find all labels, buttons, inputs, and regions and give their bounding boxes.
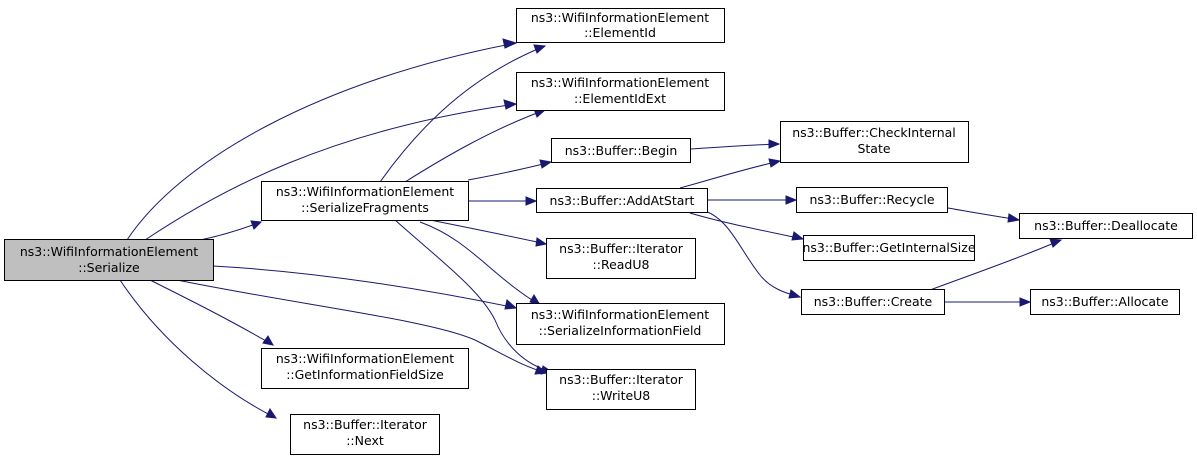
node-serialize-information-field-name: ns3::WifiInformationElement bbox=[531, 307, 709, 322]
node-iterator-write-u8-name: ns3::Buffer::Iterator bbox=[559, 372, 684, 387]
node-buffer-add-at-start[interactable]: ns3::Buffer::AddAtStart bbox=[536, 188, 708, 213]
node-element-id-scope: ::ElementId bbox=[584, 25, 656, 40]
edge-add-at-start-to-recycle bbox=[708, 195, 798, 205]
node-element-id[interactable]: ns3::WifiInformationElement ::ElementId bbox=[516, 8, 725, 43]
node-iterator-next-name: ns3::Buffer::Iterator bbox=[303, 417, 428, 432]
edge-begin-to-check-internal-state bbox=[690, 139, 781, 150]
edge-fragments-to-read-u8 bbox=[429, 219, 548, 247]
node-iterator-write-u8-scope: ::WriteU8 bbox=[592, 388, 651, 403]
edge-recycle-to-deallocate bbox=[947, 207, 1021, 223]
node-buffer-begin[interactable]: ns3::Buffer::Begin bbox=[551, 138, 691, 163]
edge-serialize-to-iterator-next bbox=[119, 279, 278, 419]
node-buffer-allocate-name: ns3::Buffer::Allocate bbox=[1041, 294, 1169, 309]
edge-fragments-to-buffer-begin bbox=[467, 159, 553, 181]
node-get-internal-size[interactable]: ns3::Buffer::GetInternalSize bbox=[802, 235, 976, 261]
node-serialize-name: ns3::WifiInformationElement bbox=[20, 244, 198, 259]
node-serialize-scope: ::Serialize bbox=[78, 260, 140, 275]
node-iterator-read-u8-scope: ::ReadU8 bbox=[593, 257, 650, 272]
node-buffer-recycle-name: ns3::Buffer::Recycle bbox=[809, 192, 934, 207]
edge-fragments-to-add-at-start bbox=[468, 196, 538, 206]
node-iterator-write-u8[interactable]: ns3::Buffer::Iterator ::WriteU8 bbox=[546, 369, 696, 410]
node-element-id-ext-scope: ::ElementIdExt bbox=[574, 91, 666, 106]
node-get-information-field-size[interactable]: ns3::WifiInformationElement ::GetInforma… bbox=[261, 348, 469, 389]
node-get-information-field-size-scope: ::GetInformationFieldSize bbox=[286, 367, 444, 382]
edge-serialize-to-element-id-ext bbox=[144, 99, 518, 241]
node-serialize-fragments-name: ns3::WifiInformationElement bbox=[276, 184, 454, 199]
node-buffer-add-at-start-name: ns3::Buffer::AddAtStart bbox=[550, 193, 695, 208]
edge-serialize-to-serialize-fragments bbox=[199, 220, 263, 241]
function-nodes: ns3::WifiInformationElement ::Serialize … bbox=[4, 8, 1193, 455]
node-iterator-read-u8-name: ns3::Buffer::Iterator bbox=[559, 241, 684, 256]
node-element-id-name: ns3::WifiInformationElement bbox=[531, 10, 709, 25]
node-iterator-read-u8[interactable]: ns3::Buffer::Iterator ::ReadU8 bbox=[546, 238, 696, 279]
edge-serialize-to-get-information-field-size bbox=[149, 279, 274, 346]
node-buffer-create[interactable]: ns3::Buffer::Create bbox=[801, 289, 945, 315]
node-serialize[interactable]: ns3::WifiInformationElement ::Serialize bbox=[4, 239, 214, 281]
node-buffer-recycle[interactable]: ns3::Buffer::Recycle bbox=[796, 187, 948, 213]
node-serialize-information-field-scope: ::SerializeInformationField bbox=[539, 323, 702, 338]
node-buffer-allocate[interactable]: ns3::Buffer::Allocate bbox=[1030, 289, 1180, 315]
node-iterator-next-scope: ::Next bbox=[346, 433, 384, 448]
node-element-id-ext-name: ns3::WifiInformationElement bbox=[531, 75, 709, 90]
edge-add-at-start-to-get-internal-size bbox=[689, 212, 805, 241]
edge-add-at-start-to-create bbox=[704, 210, 802, 299]
node-check-internal-state-name: ns3::Buffer::CheckInternal bbox=[792, 125, 956, 140]
call-edges bbox=[119, 38, 1063, 419]
node-buffer-deallocate-name: ns3::Buffer::Deallocate bbox=[1034, 218, 1178, 233]
edge-serialize-to-element-id bbox=[126, 38, 518, 241]
edge-create-to-allocate bbox=[944, 297, 1032, 307]
node-serialize-information-field[interactable]: ns3::WifiInformationElement ::SerializeI… bbox=[516, 303, 725, 345]
edge-add-at-start-to-check-internal-state bbox=[679, 158, 782, 189]
node-serialize-fragments[interactable]: ns3::WifiInformationElement ::SerializeF… bbox=[261, 181, 469, 221]
node-serialize-fragments-scope: ::SerializeFragments bbox=[301, 200, 429, 215]
node-iterator-next[interactable]: ns3::Buffer::Iterator ::Next bbox=[290, 414, 440, 455]
node-check-internal-state[interactable]: ns3::Buffer::CheckInternal State bbox=[780, 121, 969, 163]
node-buffer-create-name: ns3::Buffer::Create bbox=[814, 294, 933, 309]
edge-create-to-deallocate bbox=[929, 238, 1063, 291]
edge-fragments-to-element-id bbox=[379, 44, 547, 183]
node-get-internal-size-name: ns3::Buffer::GetInternalSize bbox=[802, 240, 975, 255]
node-buffer-begin-name: ns3::Buffer::Begin bbox=[565, 143, 678, 158]
node-buffer-deallocate[interactable]: ns3::Buffer::Deallocate bbox=[1019, 213, 1193, 239]
node-element-id-ext[interactable]: ns3::WifiInformationElement ::ElementIdE… bbox=[516, 72, 725, 111]
node-get-information-field-size-name: ns3::WifiInformationElement bbox=[276, 351, 454, 366]
node-check-internal-state-scope: State bbox=[857, 141, 890, 156]
edge-serialize-to-serialize-information-field bbox=[212, 265, 518, 310]
